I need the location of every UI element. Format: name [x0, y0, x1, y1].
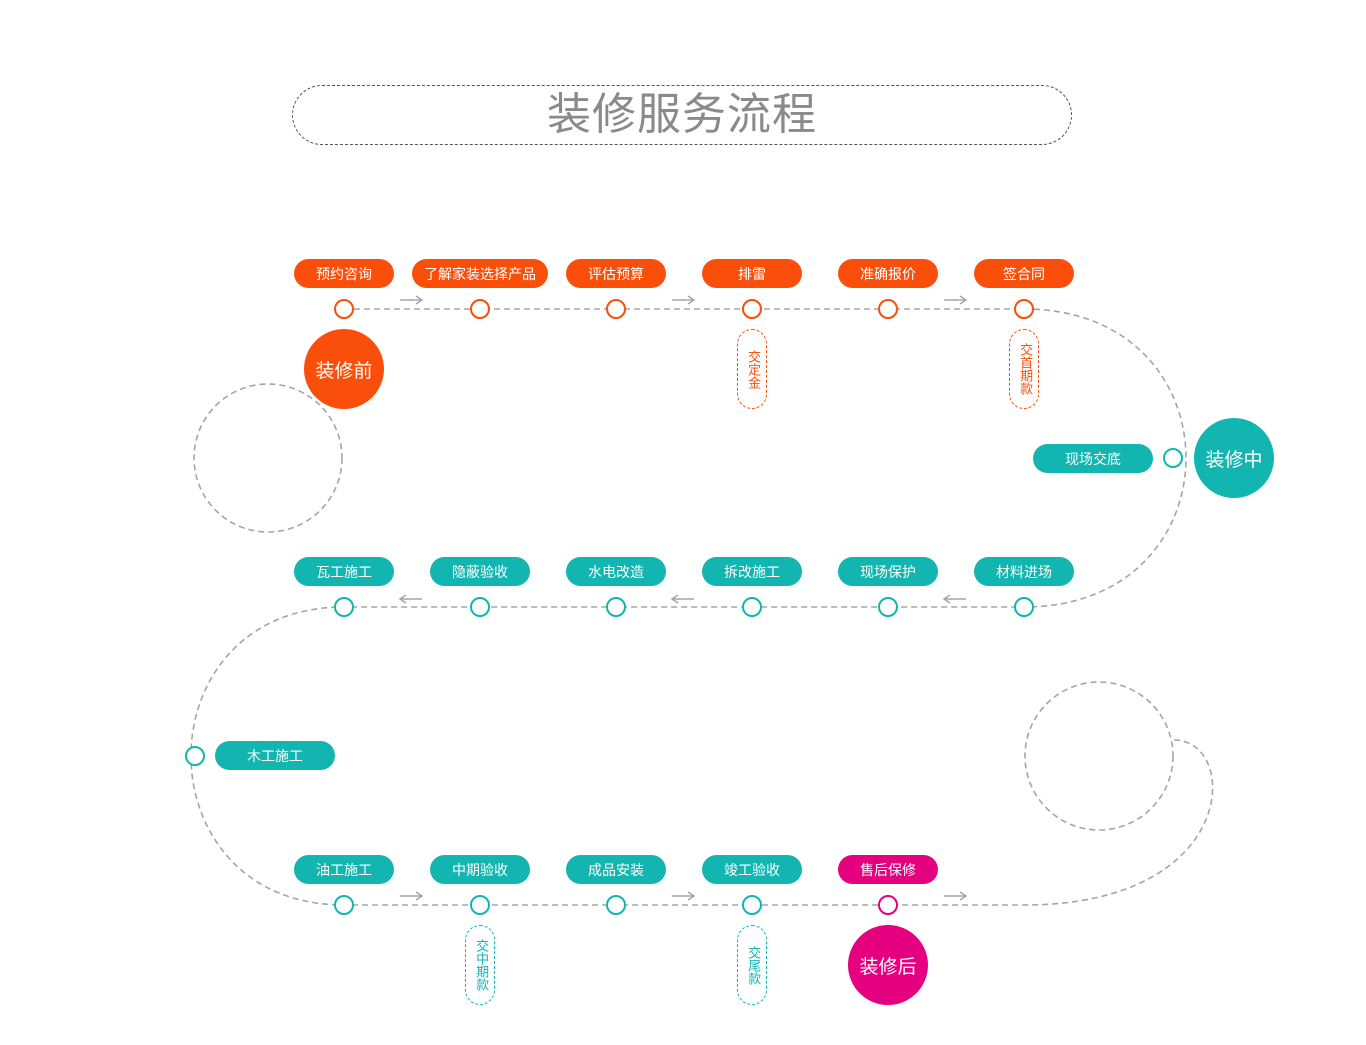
step-node	[185, 746, 205, 766]
step-contract[interactable]: 签合同	[974, 259, 1074, 288]
step-budget[interactable]: 评估预算	[566, 259, 666, 288]
step-site-handover[interactable]: 现场交底	[1033, 444, 1153, 473]
step-node	[878, 895, 898, 915]
step-site-protection[interactable]: 现场保护	[838, 557, 938, 586]
step-plumbing-electric[interactable]: 水电改造	[566, 557, 666, 586]
arrow-right-5	[672, 891, 696, 901]
step-demolition[interactable]: 拆改施工	[702, 557, 802, 586]
tag-mid-payment: 交中期款	[465, 925, 495, 1005]
step-node	[1163, 448, 1183, 468]
step-mid-inspection[interactable]: 中期验收	[430, 855, 530, 884]
arrow-right-2	[672, 295, 696, 305]
step-painting[interactable]: 油工施工	[294, 855, 394, 884]
step-node	[878, 299, 898, 319]
step-node	[334, 597, 354, 617]
arrow-left-1	[942, 594, 966, 604]
step-node	[742, 597, 762, 617]
step-node	[334, 299, 354, 319]
arrow-right-1	[400, 295, 424, 305]
step-understand-products[interactable]: 了解家装选择产品	[412, 259, 548, 288]
step-appointment[interactable]: 预约咨询	[294, 259, 394, 288]
step-node	[742, 299, 762, 319]
title-frame: 装修服务流程	[292, 85, 1072, 145]
step-node	[606, 895, 626, 915]
step-node	[470, 597, 490, 617]
step-node	[470, 895, 490, 915]
flow-path	[190, 308, 1214, 906]
step-node	[1014, 597, 1034, 617]
step-node	[334, 895, 354, 915]
arrow-left-2	[670, 594, 694, 604]
step-hidden-inspection[interactable]: 隐蔽验收	[430, 557, 530, 586]
phase-before-badge: 装修前	[304, 329, 384, 409]
arrow-right-4	[400, 891, 424, 901]
tag-final-payment: 交尾款	[737, 925, 767, 1005]
step-quotation[interactable]: 准确报价	[838, 259, 938, 288]
step-carpentry[interactable]: 木工施工	[215, 741, 335, 770]
step-material-arrival[interactable]: 材料进场	[974, 557, 1074, 586]
step-node	[1014, 299, 1034, 319]
arrow-right-3	[944, 295, 968, 305]
step-node	[470, 299, 490, 319]
tag-first-payment: 交首期款	[1009, 329, 1039, 409]
phase-after-badge: 装修后	[848, 925, 928, 1005]
step-after-sales[interactable]: 售后保修	[838, 855, 938, 884]
page-title: 装修服务流程	[547, 89, 817, 140]
step-installation[interactable]: 成品安装	[566, 855, 666, 884]
step-inspection[interactable]: 排雷	[702, 259, 802, 288]
step-final-inspection[interactable]: 竣工验收	[702, 855, 802, 884]
arrow-right-6	[944, 891, 968, 901]
step-node	[742, 895, 762, 915]
decorative-circle-right	[1024, 681, 1174, 831]
arrow-left-3	[398, 594, 422, 604]
step-node	[606, 299, 626, 319]
step-tiling[interactable]: 瓦工施工	[294, 557, 394, 586]
phase-during-badge: 装修中	[1194, 418, 1274, 498]
step-node	[878, 597, 898, 617]
tag-deposit: 交定金	[737, 329, 767, 409]
step-node	[606, 597, 626, 617]
decorative-circle-left	[193, 383, 343, 533]
